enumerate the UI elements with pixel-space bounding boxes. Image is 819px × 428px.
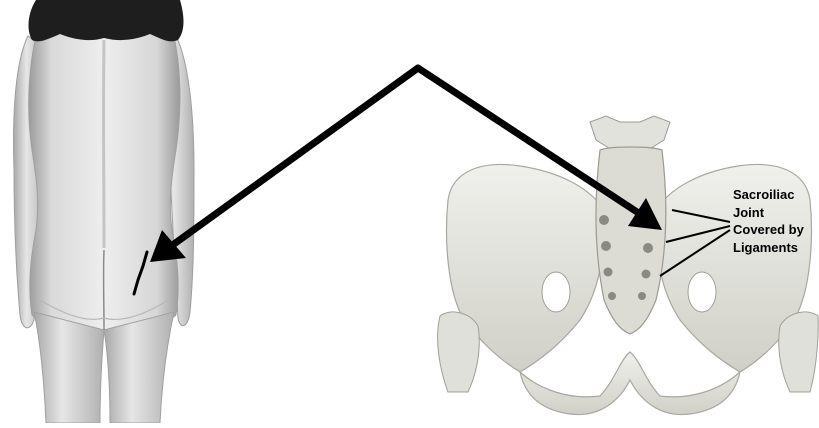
label-line-2: Joint bbox=[733, 204, 819, 222]
human-back-silhouette bbox=[14, 0, 194, 423]
right-leg bbox=[104, 312, 174, 423]
pubic-arch bbox=[520, 352, 740, 415]
lumbar-vertebra bbox=[590, 116, 670, 150]
left-leg bbox=[34, 312, 104, 423]
pelvis-bone-illustration bbox=[438, 116, 819, 415]
sacrum bbox=[596, 147, 666, 334]
label-line-3: Covered by bbox=[733, 221, 819, 239]
hair bbox=[29, 0, 184, 41]
left-femur bbox=[438, 312, 480, 392]
label-line-4: Ligaments bbox=[733, 239, 819, 257]
right-femur bbox=[779, 312, 818, 392]
sacroiliac-joint-label: Sacroiliac Joint Covered by Ligaments bbox=[733, 186, 819, 256]
label-line-1: Sacroiliac bbox=[733, 186, 819, 204]
